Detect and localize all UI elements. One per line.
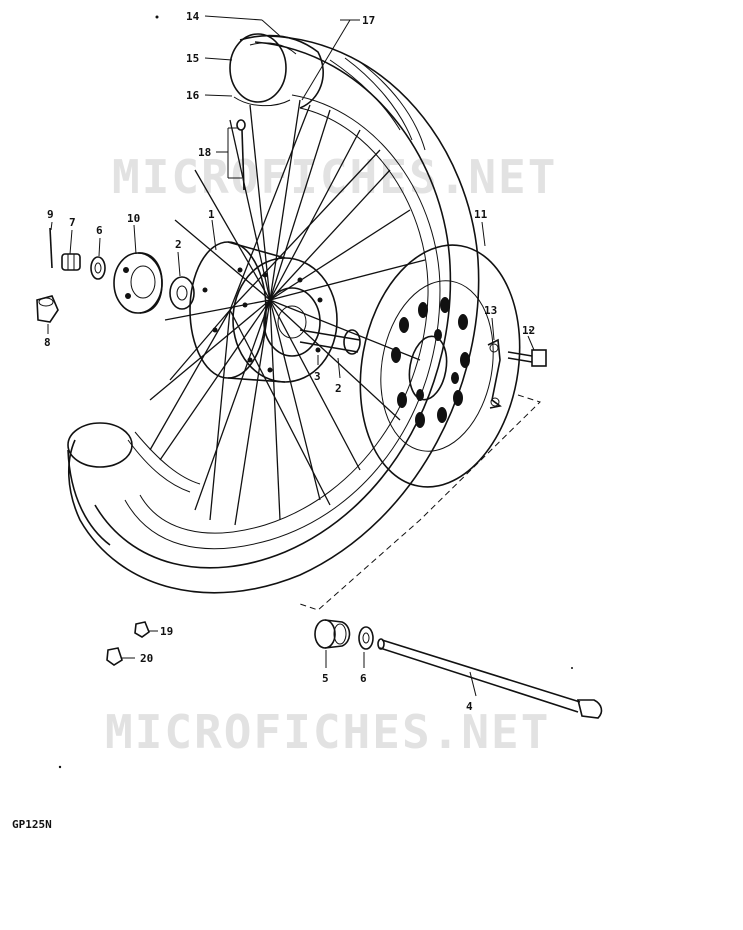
callout-18: 18 [198,146,211,159]
balance-weight [106,621,150,666]
axle [377,638,603,719]
callout-2-lower: 2 [335,382,342,395]
washer-left [90,256,106,280]
model-code-label: GP125N [12,818,52,831]
disc-bolt [507,349,547,367]
callout-numbers: 1 2 2 3 4 5 6 6 7 8 9 10 11 12 13 14 15 … [44,10,535,713]
callout-8: 8 [44,336,51,349]
spacer [314,619,351,649]
lock-washer [487,338,502,409]
brake-disc [359,244,521,488]
gearbox [113,252,163,314]
callout-15: 15 [186,52,199,65]
watermark-bottom: MICROFICHES.NET [105,705,550,759]
callout-16: 16 [186,89,200,102]
callout-14: 14 [186,10,200,23]
callout-11: 11 [474,208,488,221]
callout-3: 3 [314,370,321,383]
callout-10: 10 [127,212,140,225]
callout-12: 12 [522,324,535,337]
callout-4: 4 [466,700,473,713]
callout-6-left: 6 [96,224,103,237]
leader-lines [47,15,535,697]
callout-13: 13 [484,304,497,317]
callout-7: 7 [69,216,76,229]
watermark-top: MICROFICHES.NET [112,150,557,204]
callout-6-axle: 6 [360,672,367,685]
callout-19: 19 [160,625,173,638]
callout-9: 9 [47,208,54,221]
callout-20: 20 [140,652,153,665]
spokes [149,99,426,526]
tire [67,33,480,594]
cap-nut [36,295,59,323]
callout-5: 5 [322,672,329,685]
callout-1: 1 [208,208,215,221]
tire-valve [236,119,246,191]
callout-2-upper: 2 [175,238,182,251]
callout-17: 17 [362,14,375,27]
bearing-left [169,276,195,310]
hub [189,241,361,383]
washer-axle [358,626,374,650]
castle-nut [61,253,81,271]
cotter-pin [49,227,53,269]
